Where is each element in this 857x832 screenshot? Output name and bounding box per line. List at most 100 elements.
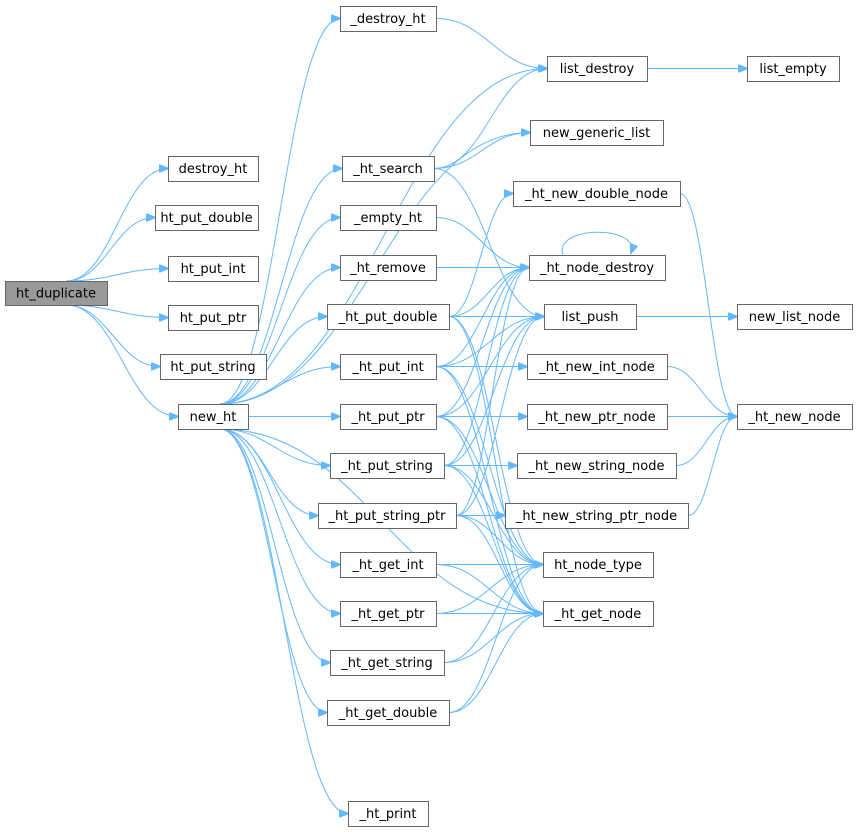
node-ht-put-string-ptr[interactable]: _ht_put_string_ptr [318,503,457,529]
node-destroy-ht[interactable]: _destroy_ht [340,6,437,32]
node-new-generic-list[interactable]: new_generic_list [530,120,664,146]
node-box [505,503,689,529]
node-ht-get-ptr[interactable]: _ht_get_ptr [340,601,437,627]
node-ht-put-double[interactable]: ht_put_double [155,205,259,231]
node-label: _ht_print [359,807,417,822]
edge-_ht_get_ptr-to-ht_node_type [435,565,543,614]
node-empty-ht[interactable]: _empty_ht [340,205,437,231]
edge-new_ht-to-_ht_get_string [219,428,330,663]
edge-new_ht-to-_ht_get_ptr [219,428,340,614]
edge-ht_duplicate-to-destroy_ht [66,169,168,282]
edge-_ht_new_double_node-to-_ht_new_node [679,193,737,417]
node-box [747,56,840,82]
node-label: _ht_new_string_ptr_node [515,509,677,524]
node-new-ht[interactable]: new_ht [178,404,249,430]
node-ht-new-ptr-node[interactable]: _ht_new_ptr_node [527,404,668,430]
edge-_ht_put_string_ptr-to-ht_node_type [455,515,543,565]
edge-ht_duplicate-to-ht_put_int [66,269,168,282]
edge-new_ht-to-_ht_put_string [219,428,330,466]
node-ht-search[interactable]: _ht_search [342,156,435,182]
node-ht-get-node[interactable]: _ht_get_node [543,601,654,627]
node-ht-put-ptr[interactable]: ht_put_ptr [168,305,259,331]
node-label: _ht_put_string_ptr [328,509,447,524]
node-ht-new-double-node[interactable]: _ht_new_double_node [513,181,681,207]
node-label: list_push [561,310,618,325]
node-ht-new-node[interactable]: _ht_new_node [737,404,853,430]
node-ht-new-int-node[interactable]: _ht_new_int_node [527,354,668,380]
edge-new_ht-to-_ht_put_string_ptr [219,428,318,516]
edge-new_ht-to-_ht_search [219,169,342,405]
edge-_ht_put_int-to-list_push [435,317,544,367]
edge-_ht_search-to-list_push [433,168,544,317]
node-box [327,304,450,330]
node-label: new_list_node [749,310,840,325]
node-ht-get-double[interactable]: _ht_get_double [327,700,450,726]
node-list-destroy[interactable]: list_destroy [547,56,648,82]
node-ht-put-string[interactable]: _ht_put_string [330,453,445,479]
edge-_ht_put_ptr-to-_ht_node_destroy [435,268,529,417]
node-destroy-ht[interactable]: destroy_ht [168,156,259,182]
node-box [544,304,637,330]
node-label: ht_put_string [170,360,255,375]
node-label: _ht_new_ptr_node [537,410,655,425]
node-ht-put-ptr[interactable]: _ht_put_ptr [340,404,437,430]
node-box [342,156,435,182]
node-ht-get-string[interactable]: _ht_get_string [330,650,445,676]
node-label: _ht_new_int_node [538,360,655,375]
node-ht-new-string-node[interactable]: _ht_new_string_node [517,453,677,479]
node-ht-get-int[interactable]: _ht_get_int [340,552,437,578]
node-box [327,700,450,726]
node-box [530,120,664,146]
node-box [547,56,648,82]
node-box [543,601,654,627]
node-ht-new-string-ptr-node[interactable]: _ht_new_string_ptr_node [505,503,689,529]
node-ht-node-destroy[interactable]: _ht_node_destroy [529,255,666,281]
edge-_ht_put_string_ptr-to-list_push [455,317,544,516]
edge-_ht_search-to-list_destroy [433,69,547,169]
node-label: list_empty [759,62,827,77]
edge-_empty_ht-to-_ht_node_destroy [435,217,529,268]
node-box [340,404,437,430]
node-ht-node-type[interactable]: ht_node_type [543,552,654,578]
node-new-list-node[interactable]: new_list_node [737,304,853,330]
node-box [517,453,677,479]
edge-_ht_new_int_node-to-_ht_new_node [666,366,737,417]
node-label: _ht_new_double_node [524,187,668,202]
node-ht-put-int[interactable]: ht_put_int [168,256,259,282]
node-list-empty[interactable]: list_empty [747,56,840,82]
node-ht-put-string[interactable]: ht_put_string [160,354,267,380]
node-label: _ht_get_node [554,607,642,622]
node-box [160,354,267,380]
node-box [5,281,108,306]
edge-_ht_new_string_ptr_node-to-_ht_new_node [687,417,737,516]
edge-_ht_search-to-new_generic_list [433,133,530,169]
node-ht-remove[interactable]: _ht_remove [340,255,437,281]
edge-new_ht-to-_ht_put_int [219,367,340,405]
node-label: ht_node_type [554,558,642,573]
node-label: ht_put_int [181,262,246,277]
edge-new_ht-to-_ht_put_double [219,317,327,405]
node-label: _ht_get_double [338,706,438,721]
node-ht-duplicate[interactable]: ht_duplicate [5,281,108,306]
node-label: _ht_put_ptr [350,410,425,425]
node-ht-put-double[interactable]: _ht_put_double [327,304,450,330]
node-box [513,181,681,207]
edge-_ht_put_string-to-list_push [443,317,544,466]
node-ht-print[interactable]: _ht_print [348,801,429,827]
node-box [340,552,437,578]
edge-_ht_get_double-to-ht_node_type [448,565,543,713]
node-box [340,601,437,627]
node-box [527,354,668,380]
node-ht-put-int[interactable]: _ht_put_int [340,354,437,380]
node-label: _ht_search [352,162,423,177]
node-box [340,205,437,231]
edge-_ht_put_string_ptr-to-_ht_node_destroy [455,268,529,516]
node-box [340,354,437,380]
node-label: _ht_new_node [747,410,840,425]
node-label: _ht_get_string [340,656,433,671]
edge-_ht_put_double-to-_ht_node_destroy [448,268,529,317]
edge-_ht_put_string-to-_ht_get_node [443,465,543,614]
node-box [543,552,654,578]
node-list-push[interactable]: list_push [544,304,637,330]
